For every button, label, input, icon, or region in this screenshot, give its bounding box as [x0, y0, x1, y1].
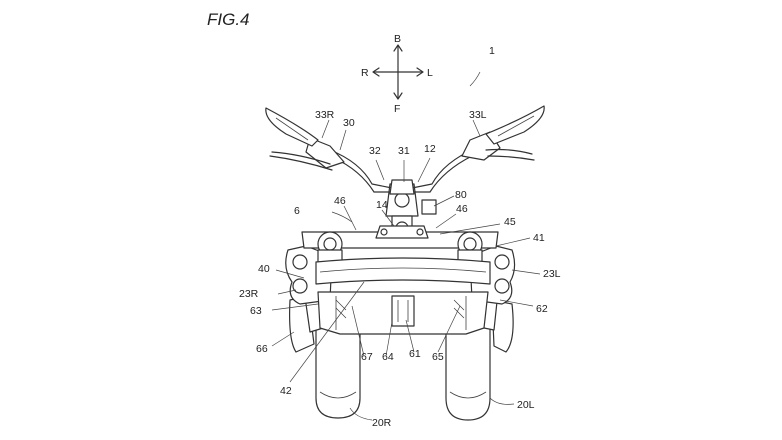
- cross-bar-40: [316, 258, 490, 284]
- figure-title: FIG.4: [207, 10, 250, 29]
- label-67: 67: [361, 351, 373, 363]
- mirror-left: [486, 106, 544, 144]
- direction-front: F: [394, 103, 400, 115]
- label-32: 32: [369, 145, 381, 157]
- label-80: 80: [455, 189, 467, 201]
- label-62: 62: [536, 303, 548, 315]
- mirror-right: [266, 108, 318, 146]
- center-bracket-61: [392, 296, 414, 326]
- label-45: 45: [504, 216, 516, 228]
- direction-right: R: [361, 67, 369, 79]
- label-46a: 46: [334, 195, 346, 207]
- label-31: 31: [398, 145, 410, 157]
- label-63: 63: [250, 305, 262, 317]
- label-42: 42: [280, 385, 292, 397]
- label-33L: 33L: [469, 109, 487, 121]
- label-14: 14: [376, 199, 388, 211]
- label-12: 12: [424, 143, 436, 155]
- label-23L: 23L: [543, 268, 561, 280]
- label-20L: 20L: [517, 399, 535, 411]
- label-64: 64: [382, 351, 394, 363]
- direction-left: L: [427, 67, 433, 79]
- label-61: 61: [409, 348, 421, 360]
- label-33R: 33R: [315, 109, 335, 121]
- label-30: 30: [343, 117, 355, 129]
- label-40: 40: [258, 263, 270, 275]
- label-23R: 23R: [239, 288, 259, 300]
- label-65: 65: [432, 351, 444, 363]
- direction-indicator: B F R L: [361, 33, 433, 115]
- label-46b: 46: [456, 203, 468, 215]
- label-20R: 20R: [372, 417, 392, 429]
- label-41: 41: [533, 232, 545, 244]
- label-1: 1: [489, 45, 495, 57]
- label-66: 66: [256, 343, 268, 355]
- direction-back: B: [394, 33, 401, 45]
- label-6: 6: [294, 205, 300, 217]
